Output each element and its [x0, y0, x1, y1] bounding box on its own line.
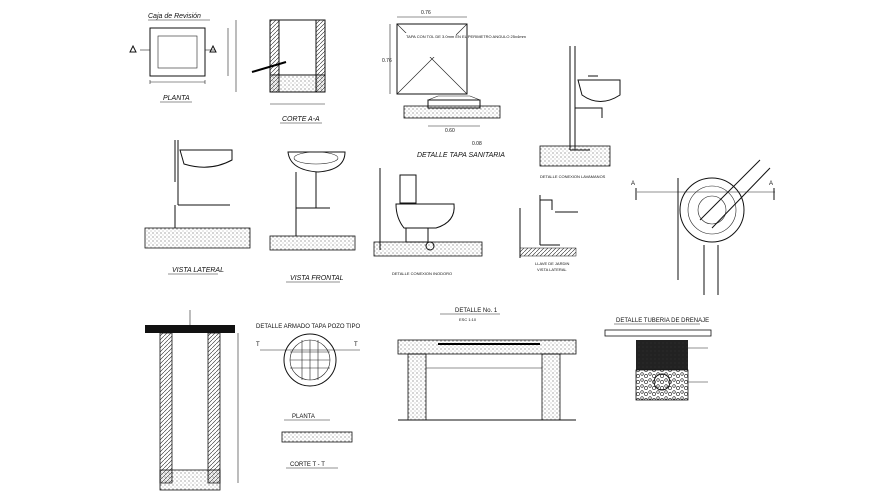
marker-t-left: T: [256, 342, 260, 348]
corte-aa-section: CORTE A-A: [235, 19, 326, 124]
caja-planta-view: Caja de Revisión PLANTA: [129, 13, 229, 103]
tuberia-plan-view: A A: [631, 159, 775, 295]
armado-tapa-detail: DETALLE ARMADO TAPA POZO TIPO T T PLANTA…: [256, 324, 360, 469]
detalle-no1-label: DETALLE No. 1: [455, 308, 498, 314]
caja-title: Caja de Revisión: [148, 13, 201, 20]
inodoro-label: DETALLE CONEXION INODORO: [392, 271, 452, 276]
llave-jardin-label: LLAVE DE JARDIN: [535, 261, 569, 266]
vista-lateral-label: VISTA LATERAL: [172, 267, 224, 274]
corte-tt-label: CORTE T - T: [290, 462, 325, 468]
tapa-dim-1: 0.60: [445, 128, 455, 134]
marker-a-right: A: [769, 181, 773, 187]
tapa-sanitaria-detail: 0.76 TAPA CON TOL DE 3.0mm EN EL PERIMET…: [382, 10, 527, 159]
tuberia-drenaje-label: DETALLE TUBERIA DE DRENAJE: [616, 318, 709, 324]
planta-label: PLANTA: [163, 95, 190, 102]
lavamanos-connection-detail: DETALLE CONEXION LAVAMANOS: [539, 46, 621, 179]
tapa-width-dim: 0.76: [421, 10, 431, 16]
corte-aa-label: CORTE A-A: [282, 116, 320, 123]
detalle-no1: DETALLE No. 1 ESC 1:10: [397, 308, 577, 421]
tuberia-drenaje-detail: DETALLE TUBERIA DE DRENAJE: [604, 318, 712, 401]
vista-lateral-small-label: VISTA LATERAL: [537, 267, 567, 272]
detalle-no1-scale: ESC 1:10: [459, 317, 477, 322]
tapa-note: TAPA CON TOL DE 3.0mm EN EL PERIMETRO AN…: [406, 34, 527, 39]
pozo-section: [145, 310, 239, 491]
tapa-height-dim: 0.76: [382, 58, 392, 64]
tapa-dim-2: 0.08: [472, 141, 482, 147]
vista-frontal-label: VISTA FRONTAL: [290, 275, 344, 282]
detalle-tapa-label: DETALLE TAPA SANITARIA: [417, 152, 505, 159]
llave-jardin-detail: LLAVE DE JARDIN VISTA LATERAL: [519, 195, 578, 272]
lavamanos-label: DETALLE CONEXION LAVAMANOS: [540, 174, 606, 179]
vista-frontal-lavabo: VISTA FRONTAL: [269, 151, 356, 283]
vista-lateral-lavabo: VISTA LATERAL: [144, 140, 251, 275]
marker-t-right: T: [354, 342, 358, 348]
armado-label: DETALLE ARMADO TAPA POZO TIPO: [256, 324, 360, 330]
planta-2-label: PLANTA: [292, 414, 315, 420]
marker-a-left: A: [631, 181, 635, 187]
inodoro-connection-detail: DETALLE CONEXION INODORO: [373, 168, 483, 276]
